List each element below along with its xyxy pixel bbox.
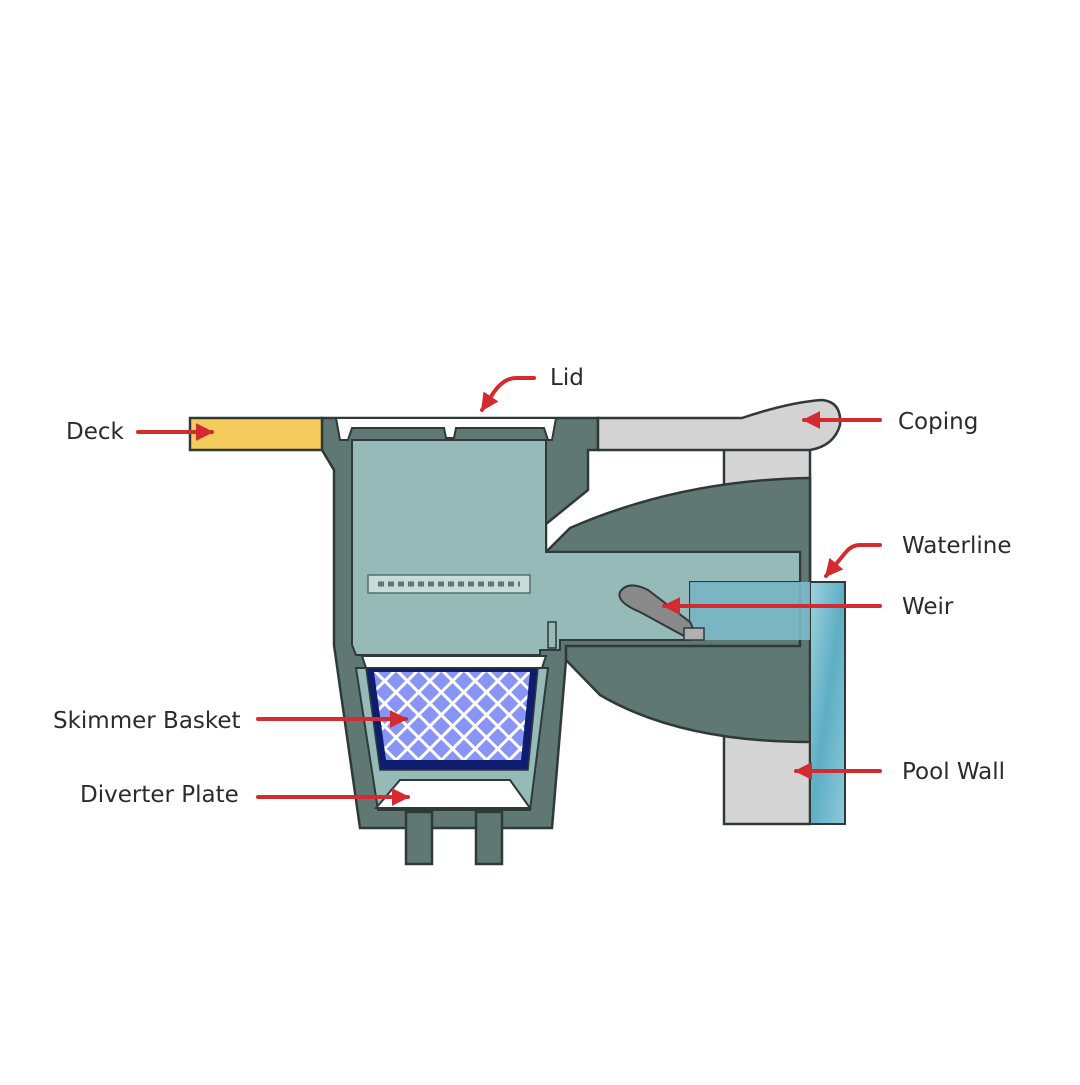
diverter-plate-part [373, 779, 532, 809]
basket-stop [547, 621, 557, 649]
basket-rim [360, 655, 548, 669]
water-body [809, 581, 846, 825]
weir-hinge [683, 627, 705, 641]
label-deck: Deck [66, 419, 124, 445]
label-waterline: Waterline [902, 533, 1012, 559]
lid-part [334, 417, 558, 441]
coping-slab [596, 398, 842, 452]
label-coping: Coping [898, 409, 979, 435]
label-weir: Weir [902, 594, 954, 620]
basket-mesh [374, 672, 530, 760]
lid-arrow [480, 376, 536, 412]
water-in-throat [690, 582, 810, 640]
label-skimmer-basket: Skimmer Basket [53, 708, 241, 734]
outlet-pipe-right [474, 810, 504, 866]
waterline-arrow [824, 543, 882, 578]
label-lid: Lid [550, 365, 584, 391]
outlet-pipe-left [404, 810, 434, 866]
label-diverter-plate: Diverter Plate [80, 782, 239, 808]
label-pool-wall: Pool Wall [902, 759, 1006, 785]
